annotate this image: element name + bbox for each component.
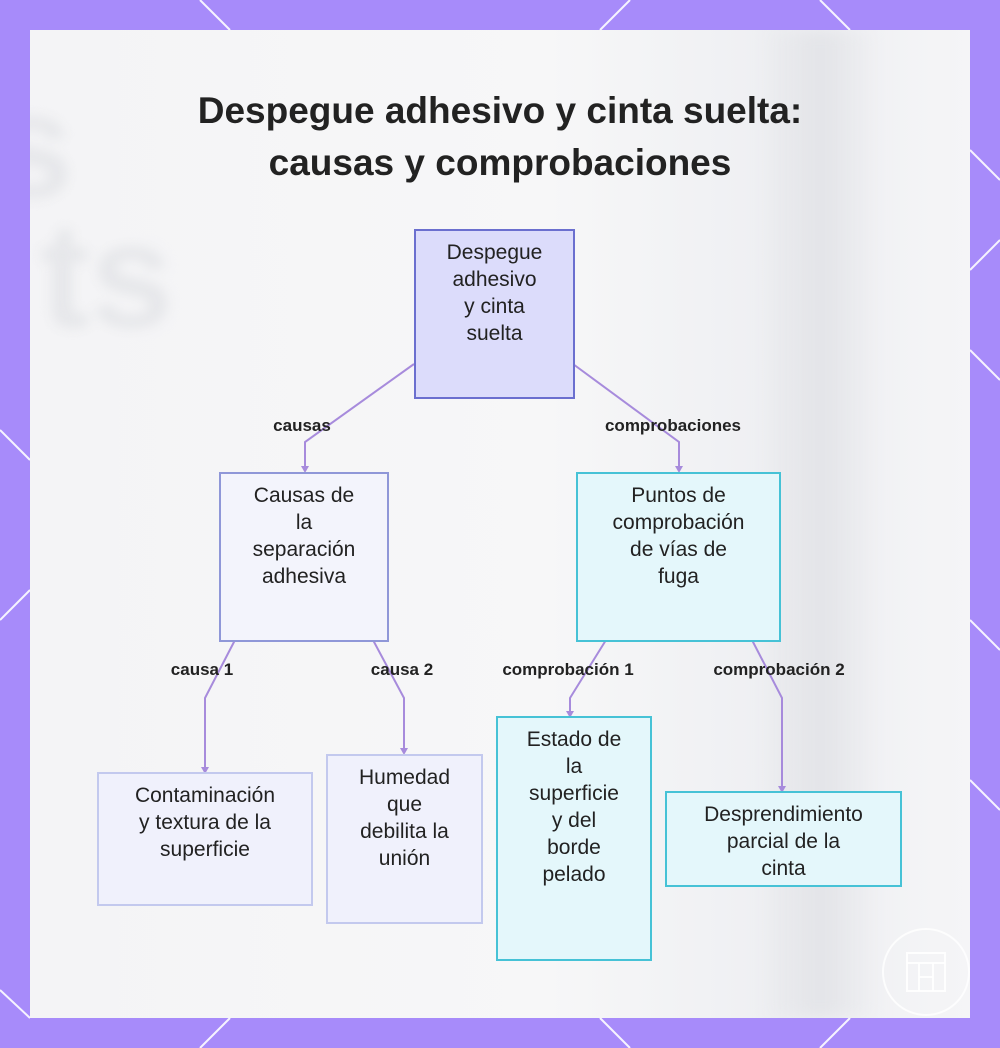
arrow-cause2 — [400, 748, 408, 755]
node-check1-line: superficie — [529, 782, 619, 805]
node-causes-line: Causas de — [253, 484, 355, 507]
node-check2-line: parcial de la — [726, 830, 841, 853]
node-checks-line: de vías de — [630, 538, 727, 561]
edge-checks-check2 — [751, 639, 783, 790]
edge-root-checks — [572, 363, 680, 470]
edge-causes-cause1 — [204, 639, 236, 771]
node-check1-line: borde — [547, 836, 601, 859]
node-root[interactable]: Despegue adhesivo y cinta suelta — [414, 229, 575, 399]
diagram-title: Despegue adhesivo y cinta suelta: causas… — [30, 85, 970, 189]
edge-causes-cause2 — [372, 639, 405, 752]
node-checks-line: fuga — [658, 565, 699, 588]
node-causes-line: la — [295, 511, 313, 534]
node-cause1[interactable]: Contaminación y textura de la superficie — [97, 772, 313, 906]
node-check2-line: Desprendimiento — [704, 803, 863, 826]
node-root-line: adhesivo — [452, 268, 537, 291]
node-check2[interactable]: Desprendimiento parcial de la cinta — [665, 791, 902, 887]
edge-root-causes — [304, 363, 415, 470]
node-cause2-line: unión — [378, 847, 431, 870]
edge-label-cause2: causa 2 — [370, 660, 434, 679]
arrow-causes — [301, 466, 309, 473]
node-cause1-line: Contaminación — [134, 784, 276, 807]
node-checks[interactable]: Puntos de comprobación de vías de fuga — [576, 472, 781, 642]
node-causes-line: adhesiva — [261, 565, 347, 588]
node-causes[interactable]: Causas de la separación adhesiva — [219, 472, 389, 642]
arrow-check2 — [778, 786, 786, 793]
node-cause2-line: que — [386, 793, 423, 816]
diagram-title-line1: Despegue adhesivo y cinta suelta: — [197, 90, 803, 131]
arrow-cause1 — [201, 767, 209, 774]
edge-label-causes: causas — [273, 416, 331, 435]
node-check1-line: pelado — [542, 863, 606, 886]
edges-layer — [201, 363, 786, 793]
node-check1-line: la — [565, 755, 583, 778]
node-check1-line: Estado de — [526, 728, 622, 751]
watermark-logo-icon — [882, 928, 970, 1016]
node-root-line: Despegue — [446, 241, 543, 264]
node-check2-line: cinta — [761, 857, 806, 880]
node-checks-line: Puntos de — [631, 484, 726, 507]
node-check1[interactable]: Estado de la superficie y del borde pela… — [496, 716, 652, 961]
edge-label-checks: comprobaciones — [604, 416, 742, 435]
node-cause2-line: debilita la — [360, 820, 449, 843]
node-root-line: y cinta — [464, 295, 525, 318]
edge-label-check1: comprobación 1 — [502, 660, 634, 679]
node-cause2[interactable]: Humedad que debilita la unión — [326, 754, 483, 924]
edge-checks-check1 — [569, 639, 607, 715]
arrow-check1 — [566, 711, 574, 718]
node-root-line: suelta — [466, 322, 523, 345]
node-check1-line: y del — [551, 809, 597, 832]
edge-label-cause1: causa 1 — [170, 660, 234, 679]
edge-label-check2: comprobación 2 — [713, 660, 845, 679]
diagram-panel: s ts Despegue adhesivo y cinta suelta: c… — [30, 30, 970, 1018]
node-cause1-line: y textura de la — [139, 811, 271, 834]
background-ghost-s: s — [30, 61, 74, 229]
node-causes-line: separación — [252, 538, 356, 561]
node-checks-line: comprobación — [612, 511, 745, 534]
background-ghost-ts: ts — [40, 191, 174, 359]
node-cause2-line: Humedad — [358, 766, 451, 789]
diagram-title-line2: causas y comprobaciones — [268, 142, 732, 183]
node-cause1-line: superficie — [160, 838, 250, 861]
arrow-checks — [675, 466, 683, 473]
